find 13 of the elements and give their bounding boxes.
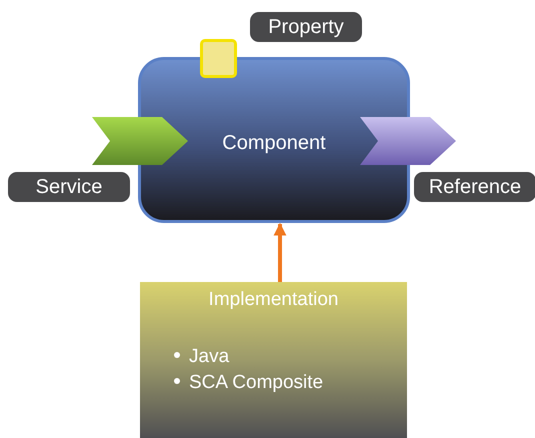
property-label: Property xyxy=(250,12,362,42)
reference-label: Reference xyxy=(414,172,535,202)
box-heading: Implementation xyxy=(208,289,340,311)
reference-chevron xyxy=(360,117,456,165)
list-item: SCA Composite xyxy=(189,372,324,393)
implementation-box xyxy=(140,282,407,438)
list-item: Java xyxy=(189,346,230,367)
service-label: Service xyxy=(8,172,130,202)
arrow xyxy=(274,222,286,282)
service-chevron xyxy=(92,117,188,165)
property-square xyxy=(200,39,237,78)
component-box xyxy=(138,57,410,223)
component-title: Component xyxy=(221,132,327,155)
